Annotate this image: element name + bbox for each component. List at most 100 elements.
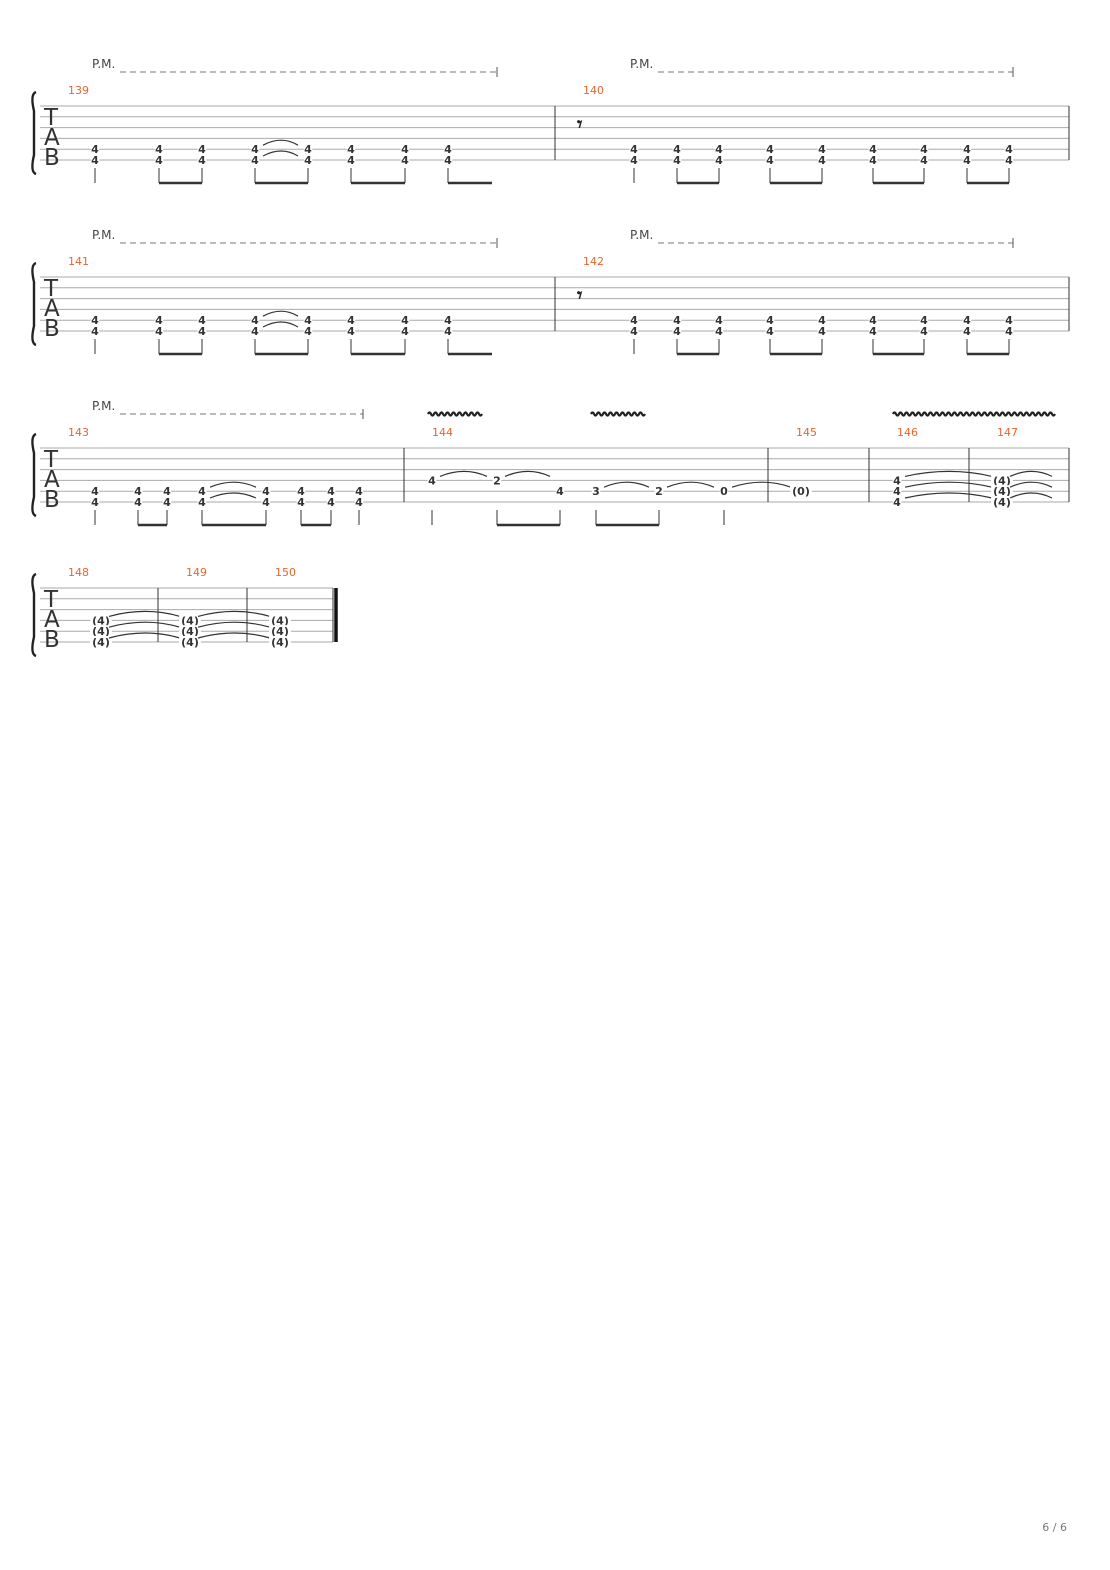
fret-background xyxy=(90,485,100,498)
fret-number: 4 xyxy=(444,143,452,156)
fret-background xyxy=(354,496,364,508)
measure-number: 150 xyxy=(275,566,296,579)
fret-background xyxy=(179,625,201,638)
fret-number: 4 xyxy=(355,496,363,509)
fret-number: (4) xyxy=(993,485,1011,498)
fret-background xyxy=(154,154,164,166)
palm-mute-label: P.M. xyxy=(92,228,115,242)
fret-number: 4 xyxy=(401,143,409,156)
tie-arc xyxy=(262,310,299,317)
fret-background xyxy=(354,485,364,498)
fret-number: 2 xyxy=(493,474,501,487)
fret-number: 4 xyxy=(91,325,99,338)
fret-number: 4 xyxy=(347,154,355,167)
fret-number: 4 xyxy=(401,314,409,327)
tie-arc xyxy=(262,139,299,146)
fret-background xyxy=(269,625,291,638)
tab-clef-letter: T xyxy=(43,105,59,131)
fret-number: 4 xyxy=(262,485,270,498)
fret-background xyxy=(962,143,972,156)
fret-background xyxy=(672,143,682,156)
fret-background xyxy=(197,496,207,508)
measure-number: 143 xyxy=(68,426,89,439)
fret-number: 4 xyxy=(673,154,681,167)
fret-background xyxy=(892,496,902,508)
fret-background xyxy=(443,325,453,337)
fret-number: 4 xyxy=(198,485,206,498)
fret-number: 4 xyxy=(1005,154,1013,167)
fret-number: 4 xyxy=(304,314,312,327)
fret-number: 4 xyxy=(198,496,206,509)
fret-number: 4 xyxy=(818,154,826,167)
fret-background xyxy=(296,485,306,498)
fret-number: 4 xyxy=(304,325,312,338)
fret-background xyxy=(714,143,724,156)
fret-number: 4 xyxy=(327,496,335,509)
fret-number: 4 xyxy=(198,154,206,167)
fret-background xyxy=(400,314,410,327)
fret-background xyxy=(197,485,207,498)
fret-background xyxy=(346,314,356,327)
fret-background xyxy=(90,614,112,627)
fret-background xyxy=(817,154,827,166)
measure-number: 147 xyxy=(997,426,1018,439)
fret-number: 4 xyxy=(163,496,171,509)
fret-background xyxy=(991,496,1013,508)
fret-number: 4 xyxy=(327,485,335,498)
fret-background xyxy=(197,143,207,156)
tab-clef-letter: B xyxy=(44,487,60,513)
fret-background xyxy=(765,143,775,156)
measure-number: 148 xyxy=(68,566,89,579)
fret-number: 4 xyxy=(198,325,206,338)
fret-number: 4 xyxy=(297,485,305,498)
fret-background xyxy=(346,325,356,337)
fret-number: 4 xyxy=(347,325,355,338)
fret-background xyxy=(817,143,827,156)
fret-background xyxy=(629,143,639,156)
fret-number: 4 xyxy=(251,154,259,167)
fret-background xyxy=(1004,154,1014,166)
fret-number: 4 xyxy=(304,154,312,167)
fret-number: 4 xyxy=(630,143,638,156)
measure-number: 139 xyxy=(68,84,89,97)
tie-arc xyxy=(197,632,271,639)
fret-background xyxy=(90,496,100,508)
fret-number: 4 xyxy=(251,143,259,156)
fret-number: (4) xyxy=(271,636,289,649)
fret-number: 4 xyxy=(673,325,681,338)
fret-number: 2 xyxy=(655,485,663,498)
fret-number: 4 xyxy=(630,154,638,167)
fret-background xyxy=(672,314,682,327)
fret-number: 4 xyxy=(428,474,436,487)
fret-background xyxy=(250,143,260,156)
system-brace xyxy=(31,572,37,658)
tie-arc xyxy=(262,321,299,328)
fret-background xyxy=(346,143,356,156)
fret-background xyxy=(154,325,164,337)
fret-number: 4 xyxy=(766,154,774,167)
tie-arc xyxy=(197,621,271,628)
fret-number: 4 xyxy=(91,485,99,498)
tie-arc xyxy=(209,492,257,499)
fret-background xyxy=(154,143,164,156)
fret-background xyxy=(303,325,313,337)
measure-number: 146 xyxy=(897,426,918,439)
tab-system: P.M.P.M.TAB1414444444444444444142𝄾444444… xyxy=(31,228,1070,356)
system-brace xyxy=(31,261,37,347)
fret-number: (4) xyxy=(181,625,199,638)
fret-number: 4 xyxy=(163,485,171,498)
vibrato-mark xyxy=(590,411,646,417)
fret-background xyxy=(90,314,100,327)
fret-number: 4 xyxy=(869,143,877,156)
fret-background xyxy=(892,474,902,487)
fret-number: 4 xyxy=(304,143,312,156)
tab-clef-letter: A xyxy=(44,296,60,322)
fret-background xyxy=(868,143,878,156)
fret-number: (4) xyxy=(181,636,199,649)
fret-number: 0 xyxy=(720,485,728,498)
fret-background xyxy=(303,143,313,156)
tab-clef-letter: B xyxy=(44,627,60,653)
fret-background xyxy=(714,314,724,327)
